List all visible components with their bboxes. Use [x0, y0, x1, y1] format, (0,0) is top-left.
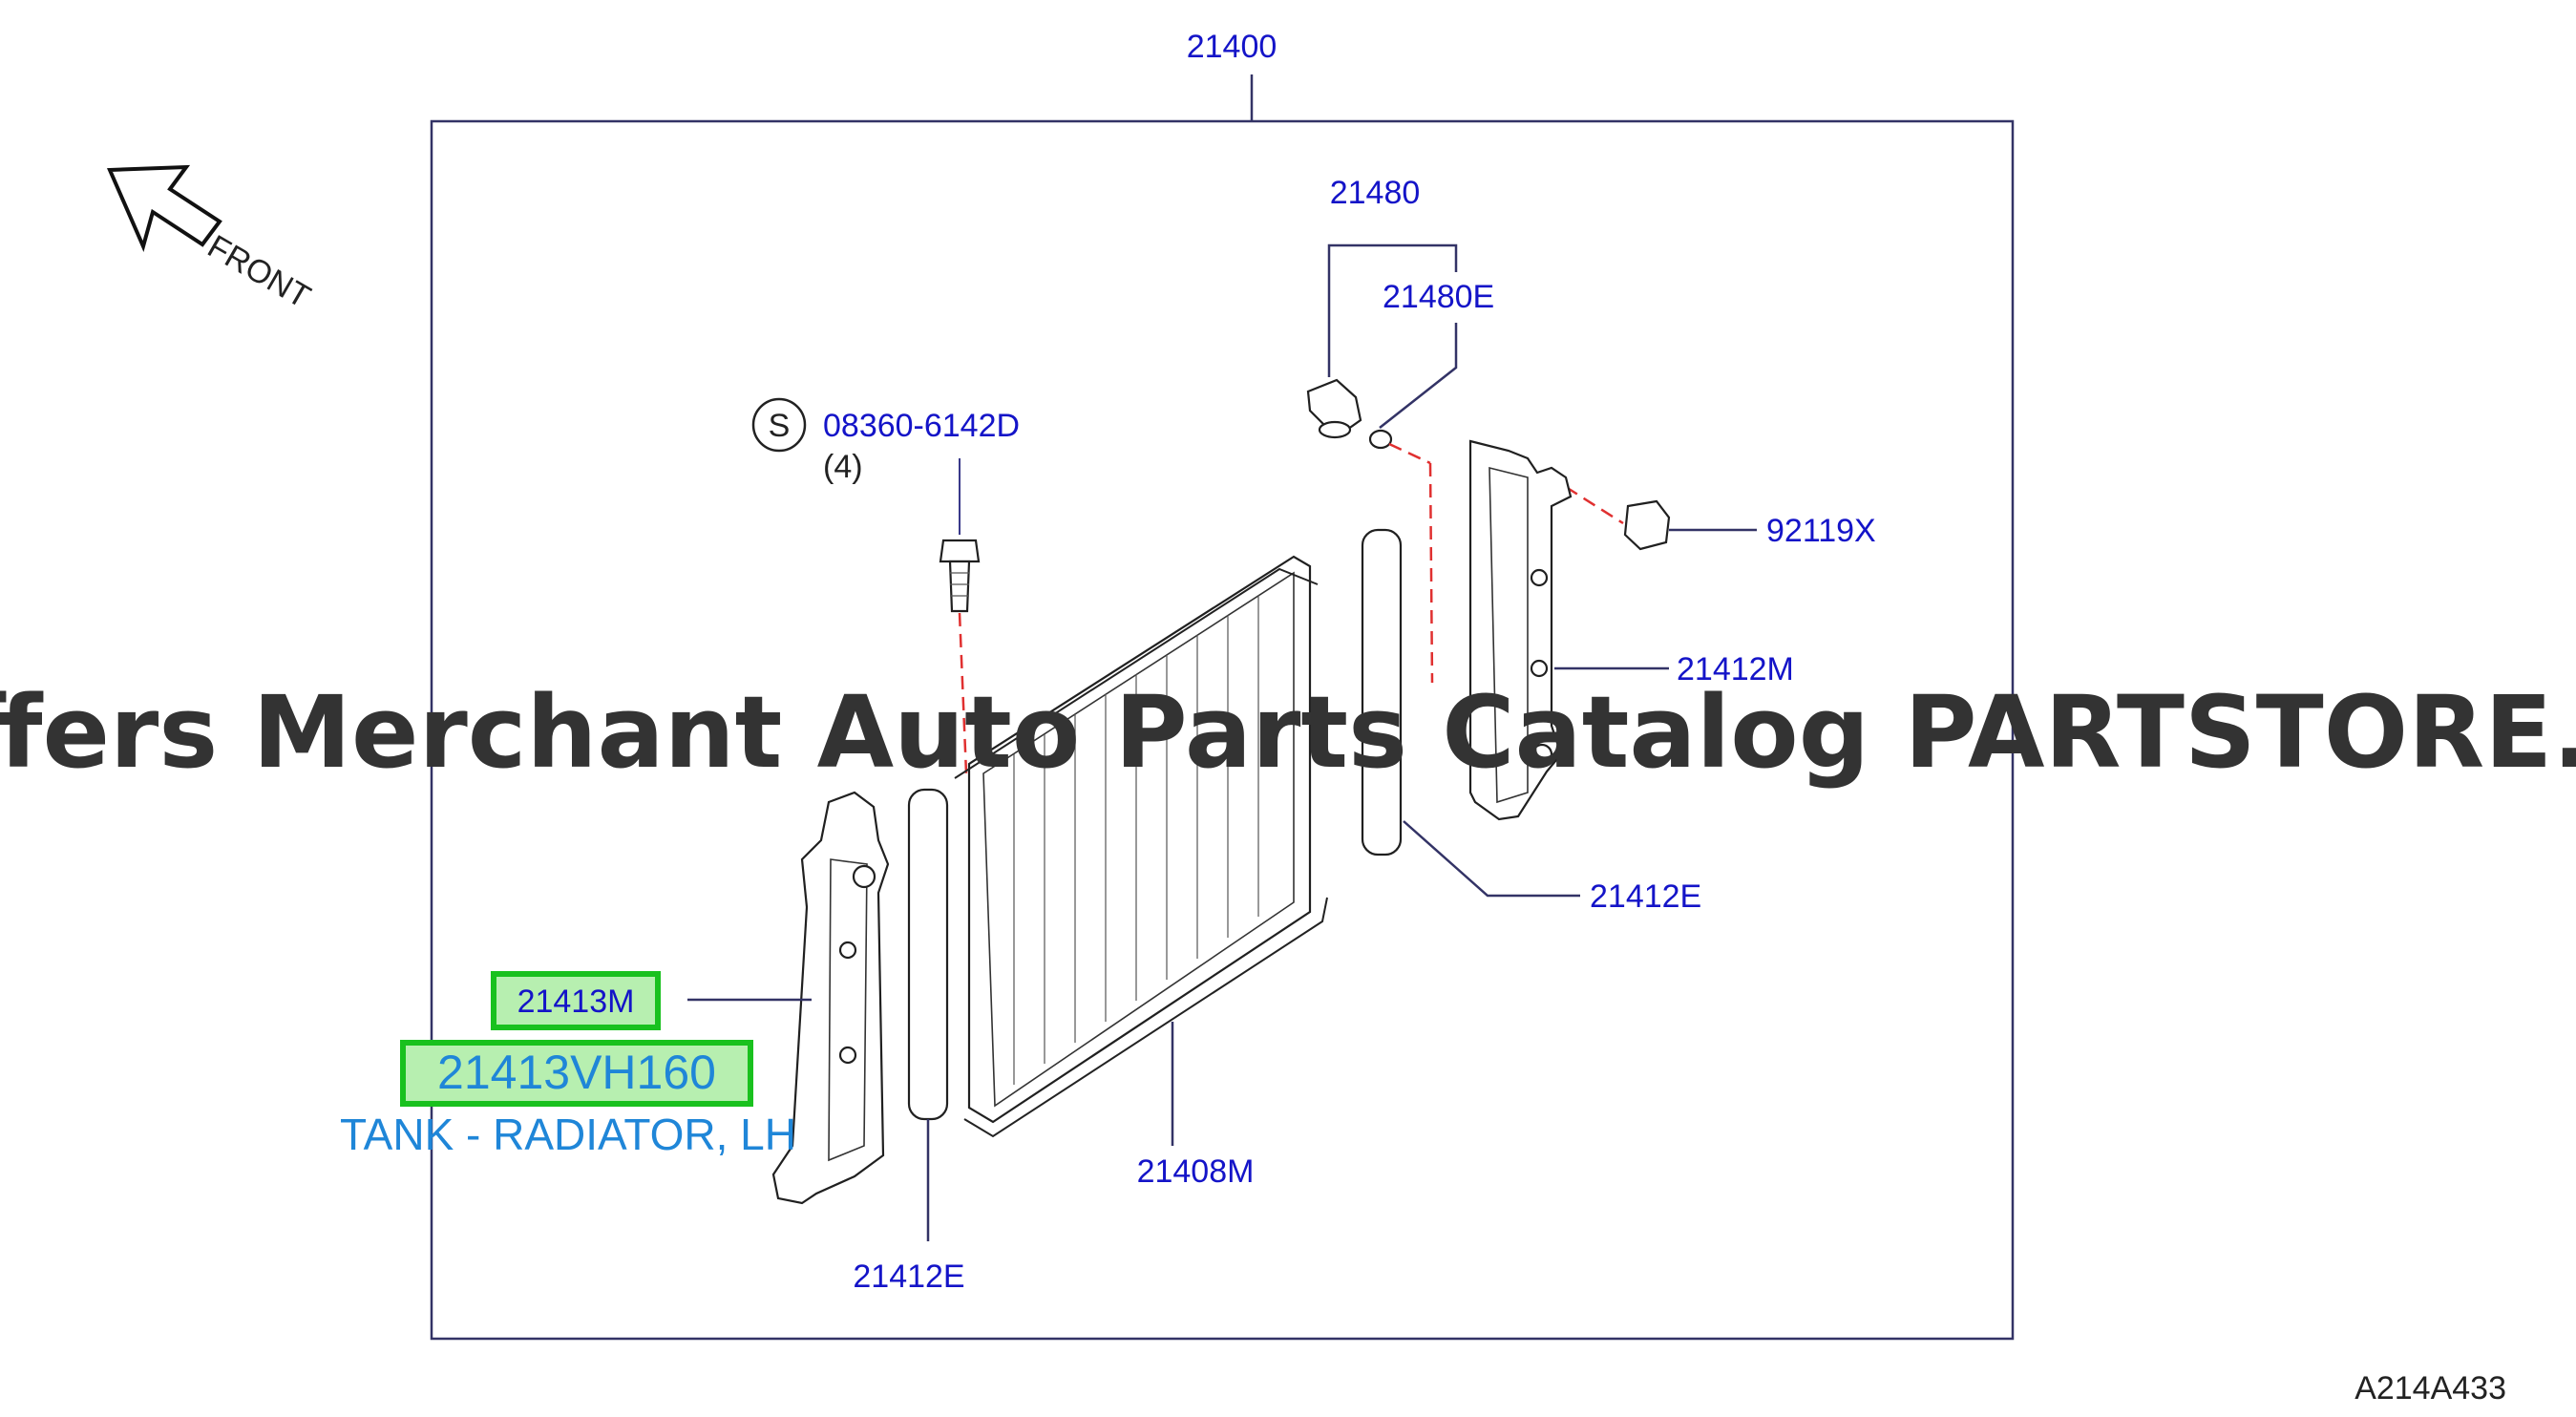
label-tank-rh[interactable]: 21412M: [1677, 651, 1794, 687]
selected-part-description: TANK - RADIATOR, LH: [340, 1110, 796, 1159]
seal-lh-icon: [907, 788, 949, 1121]
label-assembly[interactable]: 21400: [1187, 29, 1277, 65]
diagram-ref: A214A433: [2354, 1370, 2506, 1406]
assembly-frame: [430, 119, 2015, 1341]
label-core[interactable]: 21408M: [1137, 1153, 1255, 1190]
radiator-core-icon: [954, 555, 1328, 1138]
front-arrow-icon: [106, 164, 222, 252]
cap-seal-icon: [1368, 429, 1393, 450]
label-cap-seal[interactable]: 21480E: [1383, 279, 1494, 315]
label-screw[interactable]: 08360-6142D: [823, 408, 1020, 444]
label-tank-lh[interactable]: 21413M: [517, 983, 635, 1020]
radiator-cap-icon: [1306, 378, 1362, 439]
watermark: Offers Merchant Auto Parts Catalog PARTS…: [0, 674, 2576, 791]
label-seal-rh[interactable]: 21412E: [1590, 878, 1701, 915]
screw-symbol-icon: [751, 397, 807, 453]
label-cap[interactable]: 21480: [1330, 175, 1421, 211]
selected-part-number-box: [400, 1040, 753, 1107]
screw-qty: (4): [823, 449, 863, 485]
label-seal-lh[interactable]: 21412E: [853, 1258, 964, 1295]
seal-rh-icon: [1361, 528, 1403, 857]
front-label: FRONT: [201, 228, 316, 315]
radiator-tank-rh-icon: [1468, 439, 1573, 821]
label-mount[interactable]: 92119X: [1766, 513, 1876, 549]
selected-part-number[interactable]: 21413VH160: [437, 1046, 716, 1099]
label-tank-lh-box: [491, 971, 661, 1030]
radiator-tank-lh-icon: [771, 791, 890, 1205]
screw-bolt-icon: [939, 539, 981, 613]
screw-symbol: S: [769, 408, 791, 444]
mount-rubber-icon: [1623, 499, 1671, 551]
